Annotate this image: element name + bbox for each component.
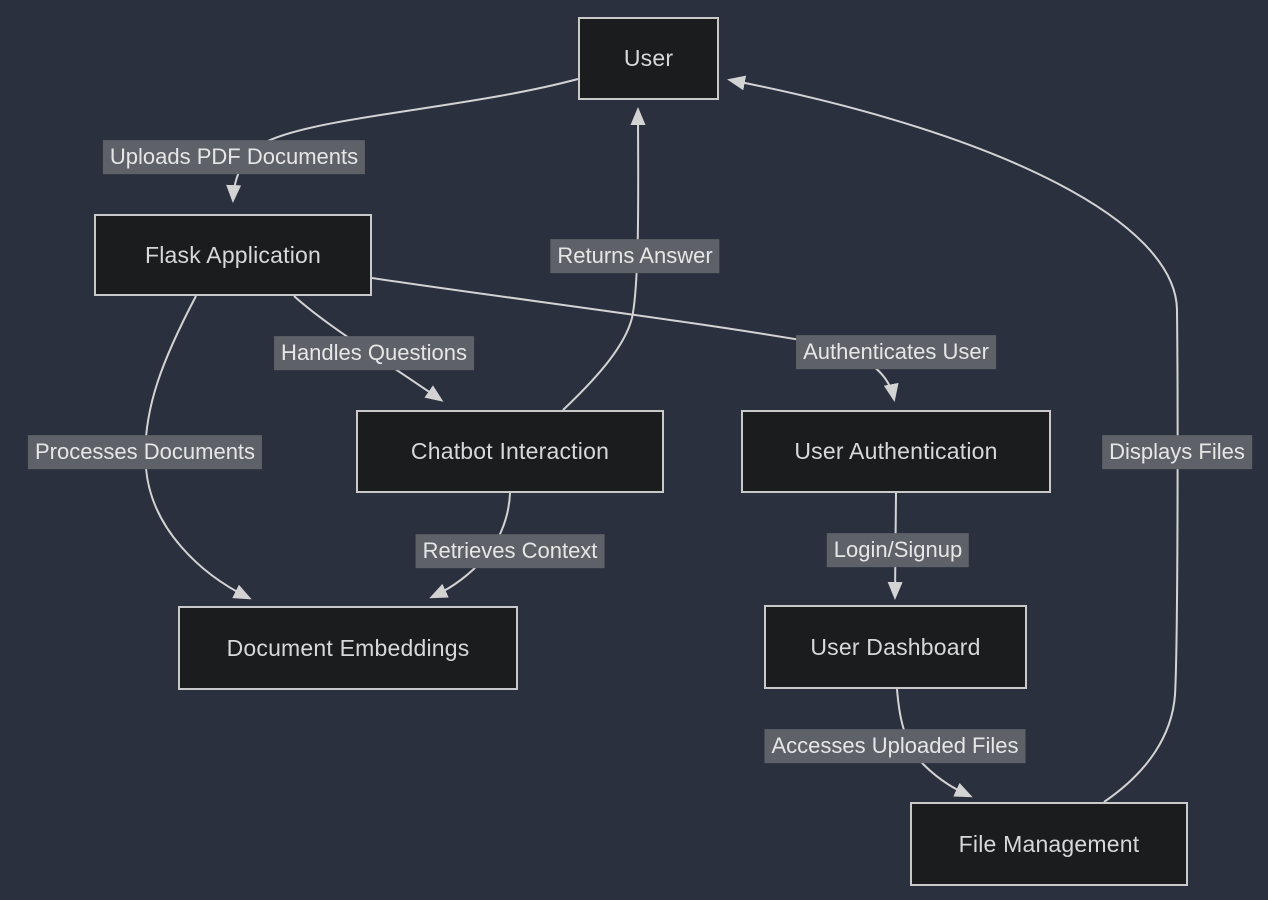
edge-chatbot-interaction-to-user: [562, 107, 646, 411]
edge-user-dashboard-to-file-management: [896, 688, 973, 798]
edge-label-retrieves-context: Retrieves Context: [415, 534, 605, 568]
edge-label-displays-files: Displays Files: [1102, 435, 1252, 469]
edge-label-uploads-pdf-documents: Uploads PDF Documents: [102, 140, 366, 174]
node-label: User Authentication: [794, 438, 998, 464]
node-document-embeddings: Document Embeddings: [178, 606, 518, 690]
edge-flask-application-to-user-authentication: [371, 277, 899, 402]
node-file-management: File Management: [910, 802, 1188, 886]
edge-label-handles-questions: Handles Questions: [274, 336, 474, 370]
edge-label-accesses-uploaded-files: Accesses Uploaded Files: [764, 729, 1026, 763]
node-label: Document Embeddings: [226, 634, 470, 661]
edge-label-processes-documents: Processes Documents: [27, 435, 263, 469]
node-label: File Management: [958, 830, 1140, 857]
node-user-dashboard: User Dashboard: [764, 605, 1027, 689]
edge-label-login-signup: Login/Signup: [826, 533, 970, 567]
edge-file-management-to-user: [727, 75, 1179, 803]
node-user-authentication: User Authentication: [741, 410, 1051, 493]
node-chatbot-interaction: Chatbot Interaction: [356, 410, 664, 493]
node-label: Flask Application: [145, 241, 321, 268]
edge-label-returns-answer: Returns Answer: [550, 239, 720, 273]
node-label: User Dashboard: [810, 633, 981, 660]
node-label: User: [623, 45, 674, 71]
node-label: Chatbot Interaction: [410, 438, 610, 464]
node-flask-application: Flask Application: [94, 214, 372, 296]
node-user: User: [578, 17, 719, 100]
edge-label-authenticates-user: Authenticates User: [796, 335, 996, 369]
